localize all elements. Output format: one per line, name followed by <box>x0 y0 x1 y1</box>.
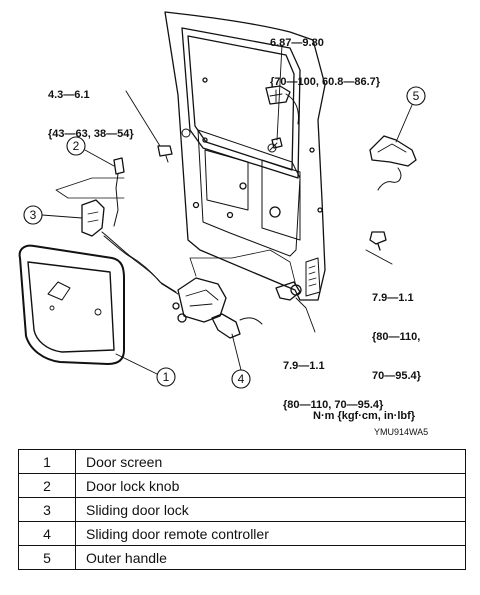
callout-2: 2 <box>73 139 80 153</box>
table-row: 3 Sliding door lock <box>18 497 466 522</box>
lower-roller-part <box>275 281 301 301</box>
remote-controller-part <box>159 249 297 339</box>
torque-value: 4.3—6.1 <box>48 89 90 101</box>
part-name: Sliding door lock <box>75 497 466 522</box>
torque-label-top-left: 4.3—6.1 {43—63, 38—54} <box>48 63 134 154</box>
callout-1: 1 <box>163 370 170 384</box>
callout-3: 3 <box>30 208 37 222</box>
part-name: Outer handle <box>75 545 466 570</box>
door-lock-knob-part <box>55 157 125 227</box>
part-number: 2 <box>18 473 76 498</box>
outer-handle-part <box>369 135 417 191</box>
callout-leaders <box>41 104 413 375</box>
part-number: 1 <box>18 449 76 474</box>
part-name: Door screen <box>75 449 466 474</box>
table-row: 5 Outer handle <box>18 545 466 570</box>
figure-code: YMU914WA5 <box>374 427 429 437</box>
part-name: Sliding door remote controller <box>75 521 466 546</box>
torque-value: 6.87—9.80 <box>270 37 324 49</box>
table-row: 1 Door screen <box>18 449 466 474</box>
torque-label-top-right: 6.87—9.80 {70—100, 60.8—86.7} <box>270 11 380 102</box>
callout-4: 4 <box>238 372 245 386</box>
table-row: 2 Door lock knob <box>18 473 466 498</box>
door-screen-part <box>18 244 125 365</box>
upper-roller-bracket <box>265 85 299 125</box>
callout-5: 5 <box>413 89 420 103</box>
torque-value-alt-units: {80—110, <box>372 331 421 343</box>
torque-value-alt-units-cont: 70—95.4} <box>372 370 421 382</box>
torque-leaders <box>125 44 393 333</box>
torque-value: 7.9—1.1 <box>372 292 414 304</box>
sliding-door-lock-part <box>81 199 163 285</box>
door-panel <box>164 11 326 301</box>
parts-legend-table: 1 Door screen 2 Door lock knob 3 Sliding… <box>18 449 466 570</box>
exploded-door-diagram: 1 2 3 4 5 <box>18 11 426 389</box>
table-row: 4 Sliding door remote controller <box>18 521 466 546</box>
torque-value-alt-units: {43—63, 38—54} <box>48 128 134 140</box>
unit-note: N·m {kgf·cm, in·lbf} <box>313 410 416 422</box>
torque-value-alt-units: {70—100, 60.8—86.7} <box>270 76 381 88</box>
torque-label-right: 7.9—1.1 {80—110, 70—95.4} <box>372 266 421 396</box>
part-number: 5 <box>18 545 76 570</box>
torque-value-alt-units: {80—110, 70—95.4} <box>283 399 384 411</box>
part-number: 4 <box>18 521 76 546</box>
part-number: 3 <box>18 497 76 522</box>
part-name: Door lock knob <box>75 473 466 498</box>
bolt-icons <box>157 137 387 251</box>
torque-value: 7.9—1.1 <box>283 360 325 372</box>
torque-label-bottom: 7.9—1.1 {80—110, 70—95.4} <box>283 334 383 425</box>
